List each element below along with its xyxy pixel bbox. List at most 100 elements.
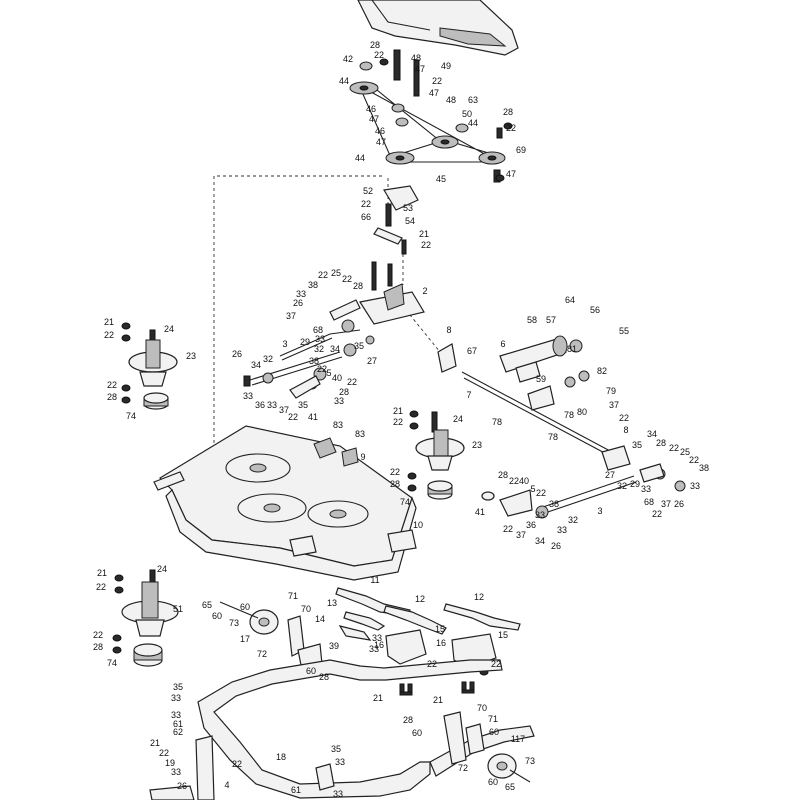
callout-34: 34 (535, 536, 545, 546)
callout-23: 23 (472, 440, 482, 450)
callout-72: 72 (257, 649, 267, 659)
callout-61: 61 (173, 719, 183, 729)
callout-33: 33 (557, 525, 567, 535)
callout-29: 29 (630, 479, 640, 489)
callout-65: 65 (202, 600, 212, 610)
callout-26: 26 (674, 499, 684, 509)
bracket-52 (373, 185, 419, 255)
callout-23: 23 (186, 351, 196, 361)
callout-21: 21 (419, 229, 429, 239)
callout-33: 33 (171, 693, 181, 703)
cutting-blades (335, 587, 521, 641)
callout-13: 13 (327, 598, 337, 608)
callout-21: 21 (373, 693, 383, 703)
callout-44: 44 (468, 118, 478, 128)
callout-12: 12 (415, 594, 425, 604)
callout-35: 35 (354, 341, 364, 351)
callout-22: 22 (107, 380, 117, 390)
callout-26: 26 (177, 781, 187, 791)
callout-83: 83 (333, 420, 343, 430)
callout-28: 28 (403, 715, 413, 725)
callout-24: 24 (157, 564, 167, 574)
callout-40: 40 (332, 373, 342, 383)
callout-35: 35 (173, 682, 183, 692)
callout-34: 34 (251, 360, 261, 370)
callout-26: 26 (293, 298, 303, 308)
callout-45: 45 (436, 174, 446, 184)
callout-67: 67 (467, 346, 477, 356)
right-idler-bracket (443, 711, 531, 783)
callout-35: 35 (632, 440, 642, 450)
callout-72: 72 (458, 763, 468, 773)
callout-78: 78 (492, 417, 502, 427)
callout-22: 22 (506, 123, 516, 133)
callout-81: 81 (567, 344, 577, 354)
spindle-left-top (128, 329, 178, 410)
callout-35: 35 (298, 400, 308, 410)
callout-71: 71 (288, 591, 298, 601)
callout-69: 69 (516, 145, 526, 155)
callout-22: 22 (536, 488, 546, 498)
callout-28: 28 (339, 387, 349, 397)
callout-51: 51 (173, 604, 183, 614)
mower-deck (153, 425, 417, 581)
center-bracket-assembly (279, 261, 425, 361)
callout-33: 33 (335, 757, 345, 767)
lift-frame (195, 659, 535, 800)
callout-44: 44 (355, 153, 365, 163)
callout-78: 78 (564, 410, 574, 420)
callout-80: 80 (577, 407, 587, 417)
callout-5: 5 (326, 368, 331, 378)
callout-21: 21 (393, 406, 403, 416)
callout-22: 22 (652, 509, 662, 519)
callout-57: 57 (546, 315, 556, 325)
callout-73: 73 (229, 618, 239, 628)
callout-62: 62 (173, 727, 183, 737)
callout-59: 59 (536, 374, 546, 384)
callout-25: 25 (331, 268, 341, 278)
callout-28: 28 (93, 642, 103, 652)
callout-41: 41 (475, 507, 485, 517)
callout-29: 29 (300, 337, 310, 347)
callout-16: 16 (374, 640, 384, 650)
callout-70: 70 (477, 703, 487, 713)
callout-54: 54 (405, 216, 415, 226)
callout-22: 22 (96, 582, 106, 592)
callout-60: 60 (212, 611, 222, 621)
callout-22: 22 (390, 467, 400, 477)
callout-38: 38 (699, 463, 709, 473)
callout-22: 22 (509, 476, 519, 486)
callout-21: 21 (433, 695, 443, 705)
callout-41: 41 (308, 412, 318, 422)
callout-38: 38 (309, 356, 319, 366)
callout-42: 42 (343, 54, 353, 64)
callout-36: 36 (255, 400, 265, 410)
callout-22: 22 (491, 659, 501, 669)
bottom-plate-fragment (149, 785, 195, 800)
callout-117: 117 (511, 734, 525, 744)
callout-19: 19 (165, 758, 175, 768)
callout-33: 33 (369, 644, 379, 654)
callout-18: 18 (276, 752, 286, 762)
callout-22: 22 (619, 413, 629, 423)
callout-32: 32 (263, 354, 273, 364)
callout-33: 33 (690, 481, 700, 491)
callout-22: 22 (361, 199, 371, 209)
callout-74: 74 (126, 411, 136, 421)
callout-65: 65 (505, 782, 515, 792)
callout-15: 15 (498, 630, 508, 640)
callout-33: 33 (334, 396, 344, 406)
callout-22: 22 (427, 659, 437, 669)
hardware-stacks (112, 58, 513, 654)
callout-79: 79 (606, 386, 616, 396)
callout-82: 82 (597, 366, 607, 376)
right-link-rod (481, 463, 686, 519)
callout-47: 47 (506, 169, 516, 179)
callout-36: 36 (526, 520, 536, 530)
callout-22: 22 (669, 443, 679, 453)
callout-47: 47 (376, 137, 386, 147)
callout-33: 33 (267, 400, 277, 410)
